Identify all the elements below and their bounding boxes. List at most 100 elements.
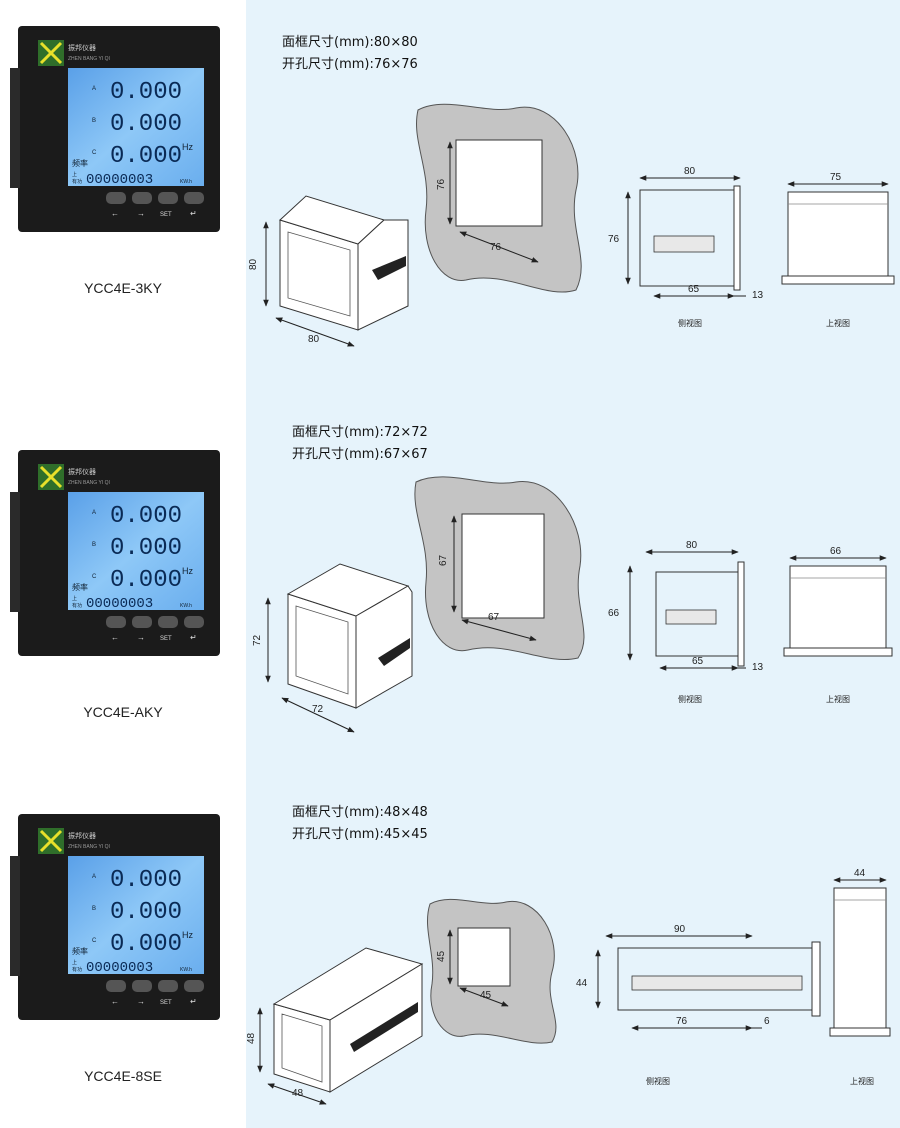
enter-icon: ↵ [190, 633, 197, 642]
iso-height-dim: 48 [246, 1032, 257, 1044]
phase-label: A [92, 510, 96, 516]
iso-height-dim: 80 [248, 258, 259, 270]
reading-b: 0.000 [110, 111, 182, 138]
side-body-dim: 76 [676, 1016, 688, 1027]
energy-unit: KW.h [180, 179, 192, 185]
meter-button-right [132, 192, 152, 204]
lcd-screen [68, 68, 204, 186]
iso-width-dim: 80 [308, 334, 320, 345]
meter-side-clip [10, 856, 20, 976]
top-width-dim: 66 [830, 546, 842, 557]
top-view: 75 上视图 [781, 172, 895, 328]
phase-label: C [92, 938, 97, 944]
product-section: 振邦仪器 ZHEN BANG YI QI A 0.000 B 0.000 C 0… [0, 752, 900, 1128]
panel-cutout-view: 67 67 [414, 476, 585, 660]
cutout-width-dim: 76 [490, 242, 502, 253]
reading-c: 0.000 [110, 567, 182, 594]
dimension-drawings: 48 48 45 45 90 44 76 6 侧视图 [246, 868, 891, 1105]
cutout-height-dim: 76 [436, 178, 447, 190]
side-view: 80 66 65 13 侧视图 [608, 540, 764, 704]
hz-unit: Hz [182, 142, 193, 152]
meter-side-clip [10, 68, 20, 188]
isometric-view: 48 48 [246, 947, 424, 1105]
top-view: 44 上视图 [829, 868, 891, 1086]
brand-sub: ZHEN BANG YI QI [68, 56, 110, 62]
energy-label-2: 有功 [72, 178, 82, 185]
energy-label-2: 有功 [72, 966, 82, 973]
top-width-dim: 75 [830, 172, 842, 183]
brand-name: 振邦仪器 [68, 43, 96, 52]
right-arrow-icon: → [137, 633, 145, 642]
set-label: SET [160, 212, 172, 218]
side-depth-dim: 90 [674, 924, 686, 935]
side-body-dim: 65 [688, 284, 700, 295]
meter-button-set [158, 616, 178, 628]
side-view-label: 侧视图 [646, 1076, 670, 1086]
meter-button-enter [184, 980, 204, 992]
spec-text: 面框尺寸(mm):48×48 开孔尺寸(mm):45×45 [292, 802, 428, 846]
enter-icon: ↵ [190, 997, 197, 1006]
cutout-size: 开孔尺寸(mm):76×76 [282, 57, 418, 72]
side-height-dim: 44 [576, 978, 588, 989]
meter-button-set [158, 192, 178, 204]
energy-reading: 00000003 [86, 596, 153, 612]
phase-label: C [92, 150, 97, 156]
spec-text: 面框尺寸(mm):80×80 开孔尺寸(mm):76×76 [282, 32, 418, 76]
meter-button-left [106, 616, 126, 628]
energy-unit: KW.h [180, 603, 192, 609]
meter-button-right [132, 980, 152, 992]
meter-button-enter [184, 192, 204, 204]
model-name: YCC4E-AKY [83, 704, 163, 720]
model-name: YCC4E-3KY [84, 280, 162, 296]
cutout-width-dim: 45 [480, 990, 492, 1001]
right-arrow-icon: → [137, 209, 145, 218]
side-front-dim: 13 [752, 290, 764, 301]
energy-label-1: 上 [72, 959, 77, 966]
isometric-view: 80 80 [248, 195, 409, 347]
phase-label: B [92, 118, 96, 124]
reading-a: 0.000 [110, 867, 182, 894]
cutout-height-dim: 45 [436, 950, 447, 962]
side-depth-dim: 80 [684, 166, 696, 177]
meter-button-right [132, 616, 152, 628]
side-depth-dim: 80 [686, 540, 698, 551]
model-name: YCC4E-8SE [84, 1068, 162, 1084]
panel-cutout-view: 76 76 [416, 103, 582, 293]
cutout-size: 开孔尺寸(mm):67×67 [292, 447, 428, 462]
side-view: 90 44 76 6 侧视图 [576, 924, 821, 1086]
left-arrow-icon: ← [111, 633, 119, 642]
meter-button-set [158, 980, 178, 992]
phase-label: C [92, 574, 97, 580]
frame-size: 面框尺寸(mm):48×48 [292, 805, 428, 820]
iso-width-dim: 72 [312, 704, 324, 715]
phase-label: A [92, 874, 96, 880]
side-view: 80 76 65 13 侧视图 [608, 166, 764, 328]
side-front-dim: 13 [752, 662, 764, 673]
side-height-dim: 76 [608, 234, 620, 245]
left-arrow-icon: ← [111, 209, 119, 218]
energy-label-1: 上 [72, 595, 77, 602]
brand-sub: ZHEN BANG YI QI [68, 480, 110, 486]
dimension-drawings: 72 72 67 67 80 66 65 13 侧视图 [252, 476, 893, 733]
side-front-dim: 6 [764, 1016, 770, 1027]
meter-photo: 振邦仪器 ZHEN BANG YI QI A 0.000 B 0.000 C 0… [10, 450, 220, 656]
reading-c: 0.000 [110, 931, 182, 958]
dimension-drawings: 80 80 76 76 80 76 65 13 侧视图 [248, 103, 895, 347]
energy-label-1: 上 [72, 171, 77, 178]
logo-mark-icon [39, 465, 63, 489]
top-view-label: 上视图 [826, 694, 850, 704]
freq-label: 频率 [72, 582, 88, 592]
frame-size: 面框尺寸(mm):80×80 [282, 35, 418, 50]
phase-label: B [92, 542, 96, 548]
spec-text: 面框尺寸(mm):72×72 开孔尺寸(mm):67×67 [292, 422, 428, 466]
iso-width-dim: 48 [292, 1088, 304, 1099]
iso-height-dim: 72 [252, 634, 263, 646]
enter-icon: ↵ [190, 209, 197, 218]
brand-name: 振邦仪器 [68, 467, 96, 476]
cutout-height-dim: 67 [438, 554, 449, 566]
set-label: SET [160, 1000, 172, 1006]
hz-unit: Hz [182, 930, 193, 940]
meter-side-clip [10, 492, 20, 612]
left-arrow-icon: ← [111, 997, 119, 1006]
reading-b: 0.000 [110, 535, 182, 562]
